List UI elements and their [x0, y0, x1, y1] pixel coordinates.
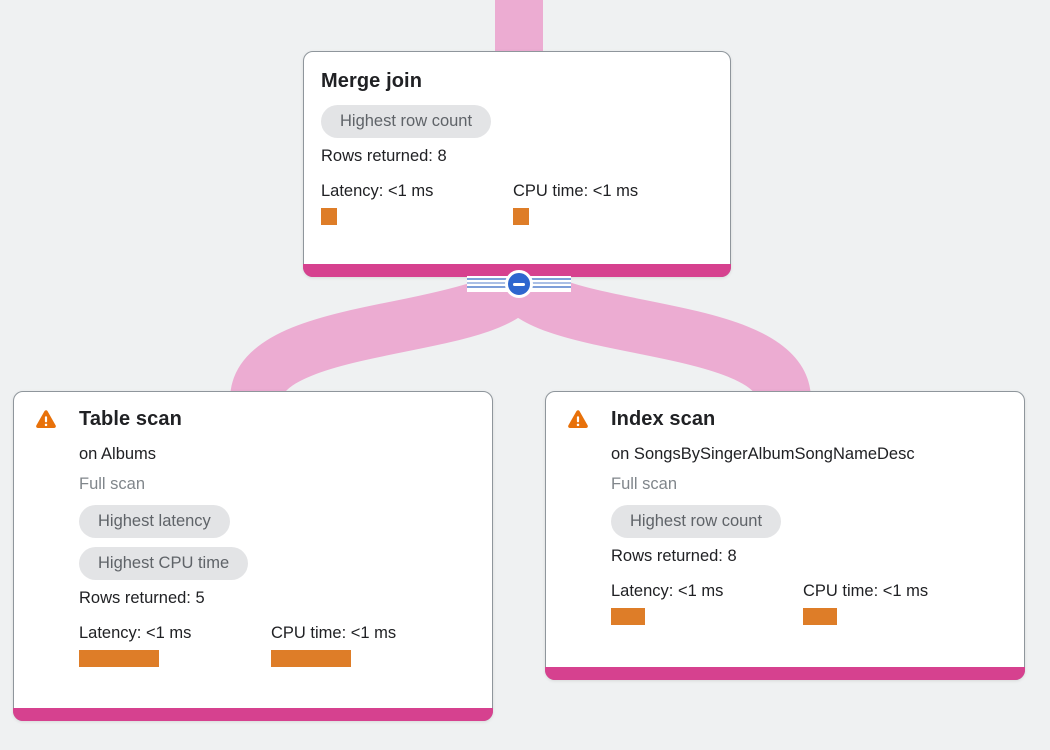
highlight-badge: Highest row count	[321, 105, 492, 138]
warning-triangle-icon	[36, 410, 56, 428]
edge-merge-to-table-scan	[230, 265, 547, 404]
latency-label: Latency: <1 ms	[321, 182, 434, 200]
metrics-row: Latency: <1 ms CPU time: <1 ms	[611, 582, 1004, 625]
highlight-badge: Highest CPU time	[79, 547, 249, 580]
node-accent-bar	[13, 708, 493, 721]
node-accent-bar	[545, 667, 1025, 680]
cpu-metric: CPU time: <1 ms	[513, 182, 705, 225]
warning-triangle-icon	[568, 410, 588, 428]
latency-bar	[79, 650, 159, 667]
cpu-time-label: CPU time: <1 ms	[271, 624, 397, 642]
scan-target: on Albums	[79, 445, 157, 463]
latency-bar	[611, 608, 645, 625]
metrics-row: Latency: <1 ms CPU time: <1 ms	[321, 182, 710, 225]
node-title: Merge join	[321, 70, 423, 92]
minus-icon	[513, 282, 525, 286]
cpu-metric: CPU time: <1 ms	[803, 582, 995, 625]
plan-node-index-scan[interactable]: Index scan on SongsBySingerAlbumSongName…	[545, 391, 1025, 680]
scan-type: Full scan	[611, 475, 678, 493]
scan-type: Full scan	[79, 475, 146, 493]
edge-parent-top	[495, 0, 543, 58]
highlight-badge: Highest latency	[79, 505, 230, 538]
latency-metric: Latency: <1 ms	[611, 582, 803, 625]
latency-label: Latency: <1 ms	[611, 582, 724, 600]
highlight-badge: Highest row count	[611, 505, 782, 538]
node-title: Index scan	[611, 408, 716, 430]
rows-returned: Rows returned: 8	[321, 147, 447, 165]
cpu-time-bar	[513, 208, 529, 225]
cpu-time-bar	[271, 650, 351, 667]
plan-node-table-scan[interactable]: Table scan on Albums Full scan Highest l…	[13, 391, 493, 721]
node-title: Table scan	[79, 408, 182, 430]
rows-returned: Rows returned: 8	[611, 547, 737, 565]
collapse-node-button[interactable]	[505, 270, 533, 298]
latency-metric: Latency: <1 ms	[321, 182, 513, 225]
latency-metric: Latency: <1 ms	[79, 624, 271, 667]
cpu-metric: CPU time: <1 ms	[271, 624, 463, 667]
plan-node-merge-join[interactable]: Merge join Highest row count Rows return…	[303, 51, 731, 277]
cpu-time-label: CPU time: <1 ms	[803, 582, 929, 600]
metrics-row: Latency: <1 ms CPU time: <1 ms	[79, 624, 472, 667]
latency-bar	[321, 208, 337, 225]
rows-returned: Rows returned: 5	[79, 589, 205, 607]
scan-target: on SongsBySingerAlbumSongNameDesc	[611, 445, 915, 463]
cpu-time-label: CPU time: <1 ms	[513, 182, 639, 200]
cpu-time-bar	[803, 608, 837, 625]
edge-merge-to-index-scan	[490, 264, 811, 405]
latency-label: Latency: <1 ms	[79, 624, 192, 642]
